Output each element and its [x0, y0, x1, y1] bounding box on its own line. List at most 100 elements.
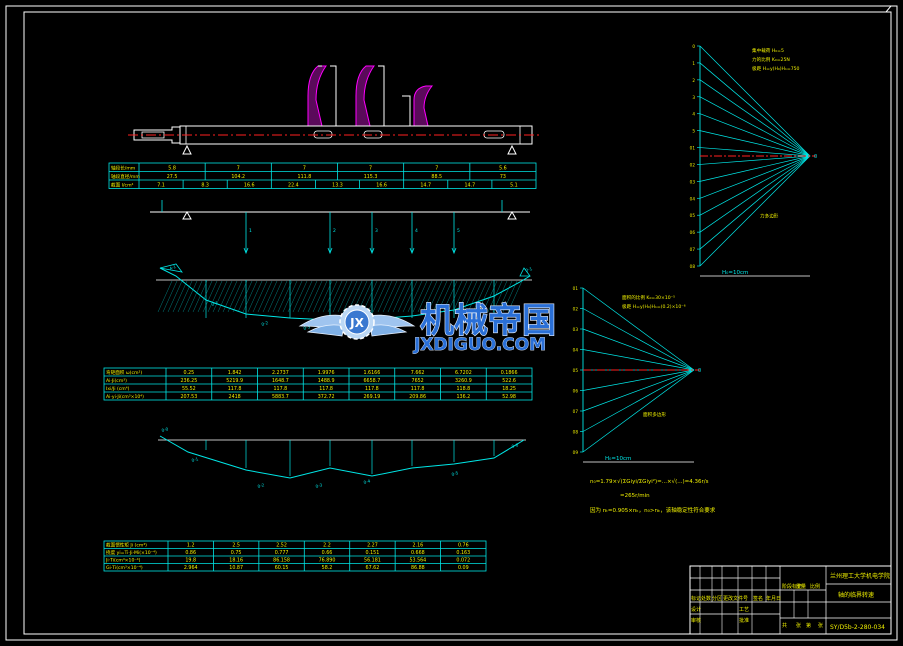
moment-hatch: [267, 280, 283, 313]
force-polygon-ray: [699, 130, 811, 157]
moment-hatch: [402, 280, 418, 313]
deflection-table-cell: 0.151: [366, 550, 380, 556]
load-label: 4: [415, 228, 418, 234]
force-polygon-ray: [699, 45, 811, 157]
moment-hatch: [162, 280, 178, 313]
inner-frame: [23, 11, 892, 635]
deflection-table-cell: 0.668: [411, 550, 425, 556]
force-polygon-ray: [699, 79, 811, 157]
frame-corner-mark: [885, 5, 892, 13]
area-polygon-tick-label: 02: [573, 307, 579, 312]
watermark: JX 机械帝国 JXDIGUO.COM: [298, 300, 557, 355]
outer-frame: [5, 5, 898, 641]
deflection-table-cell: 86.88: [411, 565, 425, 571]
area-polygon-tick-label: 04: [573, 348, 579, 353]
moment-hatch: [307, 280, 323, 313]
title-role-process: 工艺: [739, 607, 749, 613]
moment-hatch: [212, 280, 228, 313]
area-table-row-label: 弯矩面积 ω(cm²): [106, 369, 142, 376]
deflection-end-tag: 0-0: [161, 426, 169, 433]
area-table-cell: 18.25: [502, 386, 516, 392]
moment-hatch: [157, 280, 173, 313]
moment-hatch: [387, 280, 403, 313]
load-label: 3: [375, 228, 378, 234]
moment-hatch: [432, 280, 448, 313]
area-table-cell: 3260.9: [455, 378, 472, 384]
deflection-table-cell: 0.072: [456, 558, 470, 564]
moment-hatch: [272, 280, 288, 313]
segment-table-cell: 5.1: [510, 183, 518, 189]
deflection-table-cell: 0.09: [458, 565, 469, 571]
area-table-cell: 117.8: [228, 386, 242, 392]
moment-end-right: [519, 267, 531, 277]
deflection-table-cell: 2.27: [367, 543, 378, 549]
moment-hatch: [302, 280, 318, 313]
title-header-date: 年月日: [766, 595, 781, 602]
moment-hatch: [337, 280, 353, 313]
moment-hatch: [247, 280, 263, 313]
area-polygon-tick-label: 06: [573, 389, 579, 394]
deflection-table-row-label: Ji·Ti(cm⁴×10⁻⁴): [105, 558, 141, 564]
moment-label: 0-3: [303, 324, 311, 331]
moment-hatch: [262, 280, 278, 313]
area-table-cell: 136.2: [457, 394, 471, 400]
force-polygon-pole: 0: [814, 154, 817, 160]
moment-hatch: [422, 280, 438, 313]
force-polygon-tick-label: 08: [690, 264, 696, 269]
force-polygon-note: 力的比例 K₀=25N: [752, 56, 790, 63]
moment-hatch: [407, 280, 423, 313]
deflection-table-cell: 0.76: [458, 543, 469, 549]
moment-hatch: [377, 280, 393, 313]
area-table-cell: 0.25: [184, 370, 195, 376]
moment-hatch: [287, 280, 303, 313]
moment-hatch: [397, 280, 413, 313]
deflection-table-cell: 58.2: [322, 565, 333, 571]
area-polygon-pole: 0: [698, 368, 701, 374]
deflection-table-row-label: 截面惯性矩 Ji (cm⁴): [106, 542, 147, 549]
impeller-2: [355, 65, 385, 127]
force-polygon-tick-label: 3: [692, 95, 695, 100]
moment-label: 0-1: [211, 300, 219, 307]
deflection-label: 0-1: [191, 456, 199, 463]
area-table-cell: 52.98: [502, 394, 516, 400]
segment-table-cell: 14.7: [464, 183, 475, 189]
deflection-table-cell: 0.75: [231, 550, 242, 556]
moment-hatch: [187, 280, 203, 313]
deflection-table-cell: 2.16: [413, 543, 424, 549]
segment-table-cell: 16.6: [244, 183, 255, 189]
force-polygon-tick-label: 07: [690, 247, 696, 252]
title-header-count: 处数: [701, 595, 711, 602]
moment-hatch: [462, 280, 478, 313]
segment-table-cell: 7.1: [157, 183, 165, 189]
deflection-table-cell: 2.964: [184, 565, 198, 571]
deflection-label: 0-6: [511, 442, 519, 449]
force-polygon-ray: [699, 155, 811, 182]
deflection-table-cell: 0.163: [456, 550, 470, 556]
area-table-cell: 209.86: [409, 394, 426, 400]
moment-hatch: [177, 280, 193, 313]
moment-hatch: [167, 280, 183, 313]
title-header-change: 更改文件号: [723, 595, 748, 602]
moment-hatch: [452, 280, 468, 313]
moment-hatch: [252, 280, 268, 313]
area-polygon-tick-label: 03: [573, 327, 579, 332]
area-table-cell: 55.52: [182, 386, 196, 392]
title-drawing-name: 轴的临界转速: [838, 591, 874, 599]
title-drawing-no: SY/D5b-2-280-034: [830, 624, 885, 631]
moment-hatch: [202, 280, 218, 313]
force-polygon-ray: [699, 155, 811, 233]
shaft-left-journal: [133, 126, 181, 144]
force-polygon-caption: 力多边形: [760, 213, 779, 220]
moment-hatch: [292, 280, 308, 313]
area-table-cell: 6.7202: [455, 370, 472, 376]
force-polygon-tick-label: 5: [692, 129, 695, 134]
area-table-cell: 117.8: [319, 386, 333, 392]
shaft-drawing: [128, 65, 540, 155]
moment-label: 0-1: [525, 266, 533, 273]
moment-hatch: [207, 280, 223, 313]
area-table-cell: 7652: [412, 378, 424, 384]
